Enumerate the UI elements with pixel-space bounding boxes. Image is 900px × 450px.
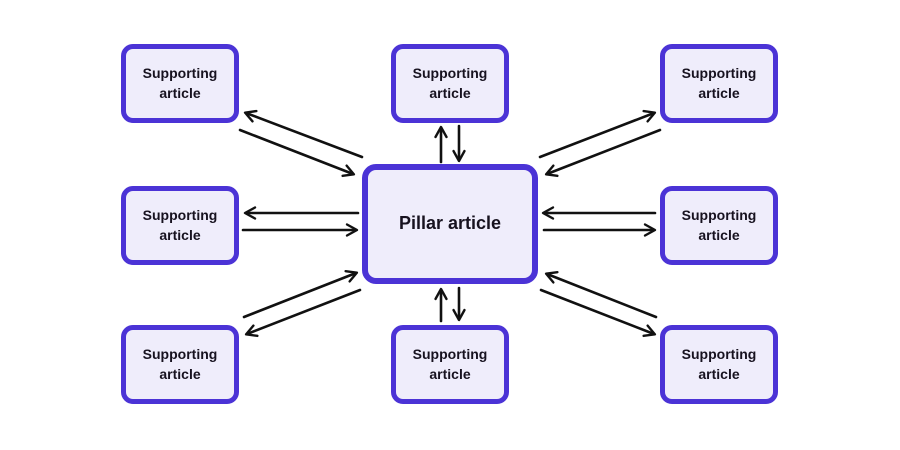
arrow-top-right-to-pillar [544,128,662,178]
arrow-pillar-to-bottom-right [539,288,657,338]
arrow-bottom-left-to-pillar [242,269,359,319]
node-supporting-article-top-left: Supporting article [121,44,239,123]
node-supporting-article-bottom-right: Supporting article [660,325,778,404]
node-supporting-article-top-right: Supporting article [660,44,778,123]
node-label: Supporting article [681,345,757,382]
node-label: Supporting article [142,206,218,243]
arrow-pillar-to-top-left [243,109,364,159]
node-label: Pillar article [398,213,502,234]
arrow-pillar-to-top-right [538,109,657,159]
node-supporting-article-middle-right: Supporting article [660,186,778,265]
node-supporting-article-middle-left: Supporting article [121,186,239,265]
arrow-top-left-to-pillar [238,128,356,178]
arrow-bottom-right-to-pillar [544,270,658,319]
node-label: Supporting article [142,345,218,382]
node-supporting-article-bottom-center: Supporting article [391,325,509,404]
node-supporting-article-top-center: Supporting article [391,44,509,123]
node-label: Supporting article [681,64,757,101]
node-label: Supporting article [412,64,488,101]
node-pillar-article: Pillar article [362,164,538,284]
node-label: Supporting article [142,64,218,101]
node-supporting-article-bottom-left: Supporting article [121,325,239,404]
arrow-pillar-to-bottom-left [244,288,362,338]
node-label: Supporting article [681,206,757,243]
node-label: Supporting article [412,345,488,382]
